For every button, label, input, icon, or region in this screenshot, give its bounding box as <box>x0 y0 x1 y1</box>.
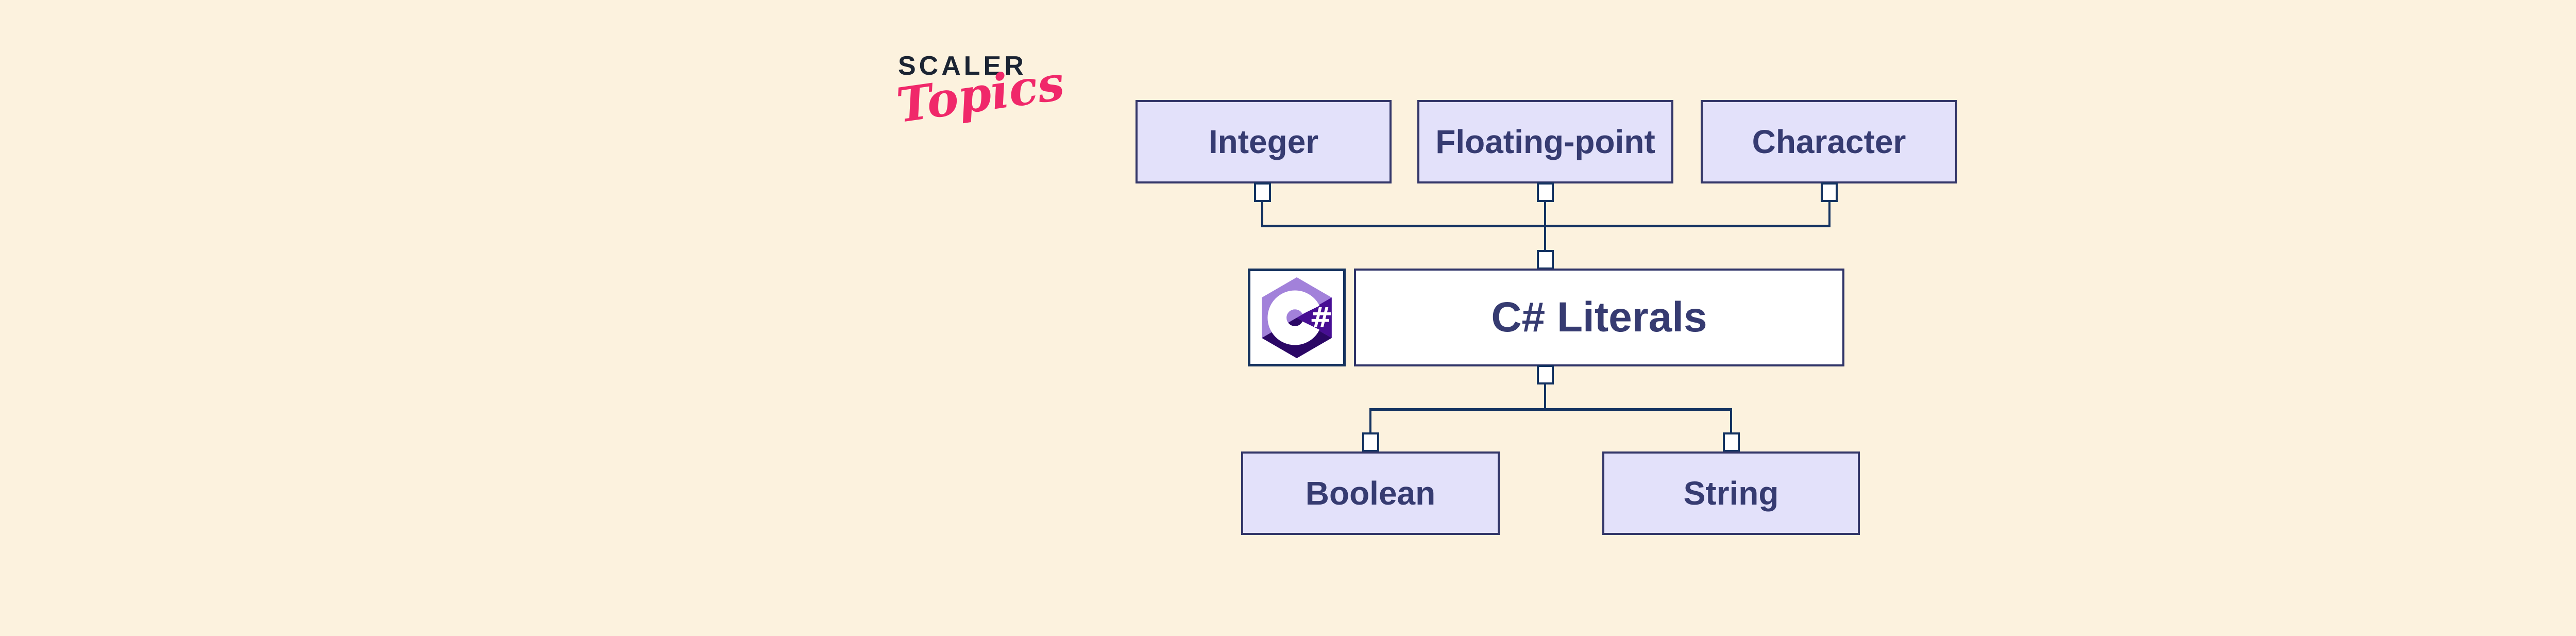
port-integer-bottom <box>1254 182 1271 202</box>
port-character-bottom <box>1821 182 1838 202</box>
node-csharp-literals: C# Literals <box>1354 269 1844 366</box>
connector-top-bus <box>1261 225 1831 227</box>
node-floating-point-label: Floating-point <box>1435 123 1655 160</box>
port-string-top <box>1723 432 1740 452</box>
node-string-label: String <box>1683 475 1779 512</box>
connector-integer-drop <box>1261 201 1263 227</box>
scaler-topics-logo: SCALER Topics <box>893 51 1067 133</box>
connector-bus-to-root <box>1544 227 1546 251</box>
node-integer: Integer <box>1136 100 1392 183</box>
scaler-wordmark: SCALER <box>898 51 1027 81</box>
port-boolean-top <box>1362 432 1379 452</box>
connector-root-drop <box>1544 383 1546 409</box>
connector-string-drop <box>1730 410 1732 433</box>
csharp-hash-glyph: # <box>1310 302 1332 333</box>
csharp-logo-box: # <box>1248 269 1346 366</box>
node-csharp-literals-label: C# Literals <box>1491 294 1707 341</box>
port-root-top <box>1537 250 1554 270</box>
port-root-bottom <box>1537 365 1554 384</box>
connector-boolean-drop <box>1369 410 1371 433</box>
node-boolean: Boolean <box>1241 451 1500 535</box>
connector-character-drop <box>1828 201 1831 227</box>
connector-bottom-bus <box>1369 408 1732 411</box>
csharp-logo-icon: # <box>1262 277 1333 358</box>
connector-floating-drop <box>1544 201 1546 227</box>
node-character: Character <box>1701 100 1957 183</box>
node-integer-label: Integer <box>1208 123 1319 160</box>
node-boolean-label: Boolean <box>1305 475 1436 512</box>
node-character-label: Character <box>1752 123 1906 160</box>
node-floating-point: Floating-point <box>1417 100 1673 183</box>
node-string: String <box>1602 451 1860 535</box>
port-floating-bottom <box>1537 182 1554 202</box>
